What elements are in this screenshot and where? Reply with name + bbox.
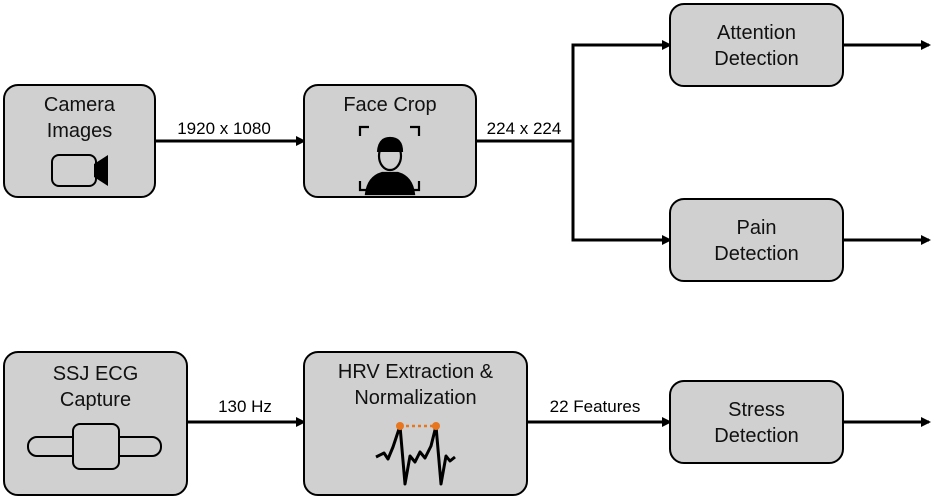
node-attention-label-1: Attention (717, 22, 796, 44)
node-ssj-label-1: SSJ ECG (53, 363, 139, 385)
node-attention-label-2: Detection (714, 48, 799, 70)
node-stress-detection: Stress Detection (669, 380, 844, 464)
node-pain-label-2: Detection (714, 243, 799, 265)
edge-label-camera-to-facecrop: 1920 x 1080 (177, 119, 271, 138)
node-camera-images: Camera Images (3, 84, 156, 198)
node-hrv-label-2: Normalization (354, 387, 476, 409)
node-pain-label-1: Pain (736, 217, 776, 239)
node-camera-label-2: Images (47, 120, 113, 142)
edge-label-facecrop-to-split: 224 x 224 (487, 119, 562, 138)
node-hrv-label-1: HRV Extraction & (338, 361, 494, 383)
node-ssj-ecg-capture: SSJ ECG Capture (3, 351, 188, 496)
edge-label-ssj-to-hrv: 130 Hz (218, 397, 272, 416)
edge-label-hrv-to-stress: 22 Features (550, 397, 641, 416)
node-facecrop-label: Face Crop (343, 94, 436, 116)
ecg-wearable-icon (27, 423, 162, 470)
video-camera-icon (51, 154, 108, 187)
node-attention-detection: Attention Detection (669, 3, 844, 87)
node-pain-detection: Pain Detection (669, 198, 844, 282)
node-camera-label-1: Camera (44, 94, 116, 116)
edge-split-to-pain (571, 141, 672, 245)
node-stress-label-1: Stress (728, 399, 785, 421)
node-hrv-extraction: HRV Extraction & Normalization (303, 351, 528, 496)
edge-split-to-attention (571, 40, 672, 141)
face-scan-icon (358, 125, 421, 196)
heartbeat-peaks-icon (375, 422, 456, 486)
node-stress-label-2: Detection (714, 425, 799, 447)
node-face-crop: Face Crop (303, 84, 477, 198)
node-ssj-label-2: Capture (60, 389, 131, 411)
